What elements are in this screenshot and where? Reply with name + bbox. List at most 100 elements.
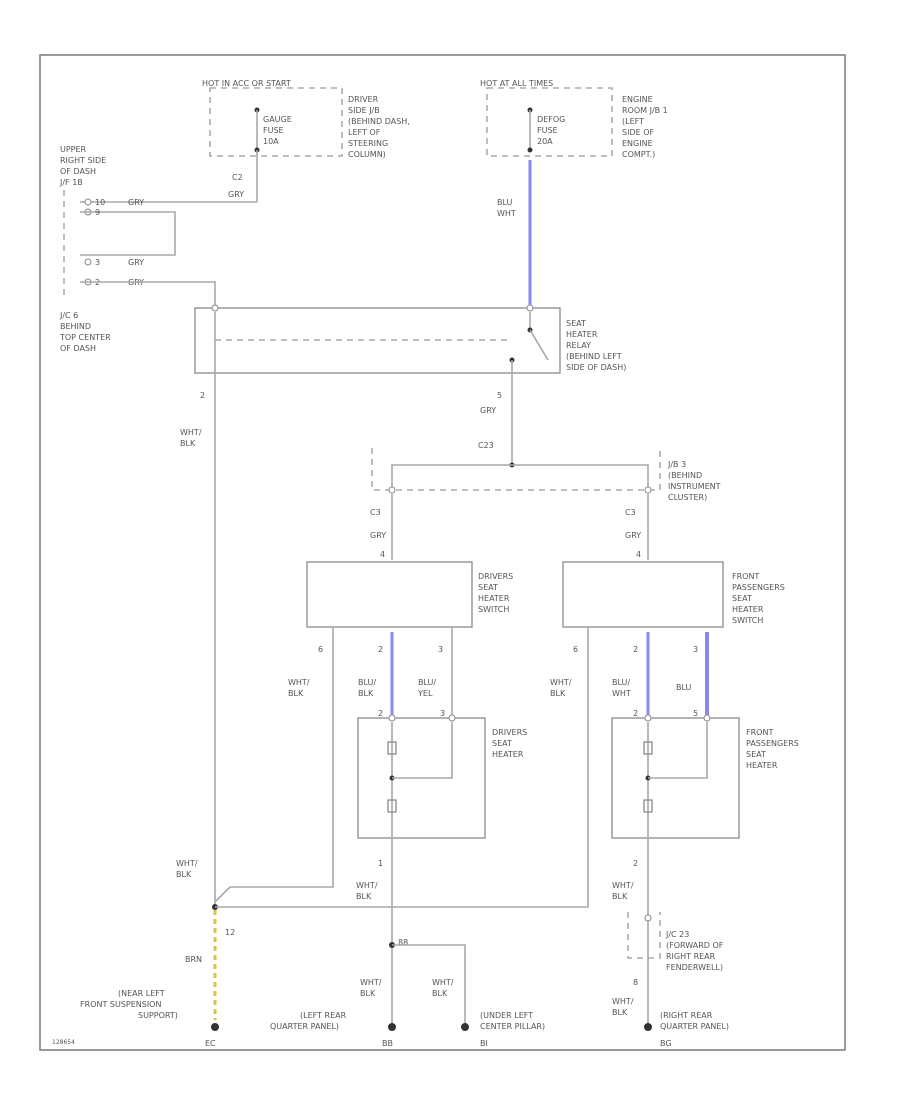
heater-pin-3: 3	[440, 709, 445, 718]
pass-gnd-label-1: WHT/	[550, 678, 572, 687]
wire-label-gry-c3-right: GRY	[625, 531, 641, 540]
diagram-code: 128654	[52, 1039, 75, 1046]
driver-switch-pin-6: 6	[318, 645, 323, 654]
driver-switch-label-3: HEATER	[478, 594, 510, 603]
drivers-seat-heater-switch: DRIVERS SEAT HEATER SWITCH	[306, 561, 513, 628]
junction-jb3: J/B 3 (BEHIND INSTRUMENT CLUSTER) C3 GRY…	[370, 448, 721, 560]
pass-blu-wht-2: WHT	[612, 689, 631, 698]
fuse-right-loc-5: ENGINE	[622, 139, 653, 148]
wire-label-brn: BRN	[185, 955, 202, 964]
connector-c3-right: C3	[625, 508, 636, 517]
ground-ec: EC (NEAR LEFT FRONT SUSPENSION SUPPORT)	[80, 989, 219, 1048]
jb-upper-label-2: RIGHT SIDE	[60, 156, 106, 165]
fuse-left-loc-5: STEERING	[348, 139, 388, 148]
fuse-left-word: FUSE	[263, 126, 284, 135]
pass-switch-pin-6: 6	[573, 645, 578, 654]
splice-label-3: WHT/	[432, 978, 454, 987]
wire-label-wht-feed: WHT	[497, 209, 516, 218]
heater-pin-2: 2	[378, 709, 383, 718]
pin-3: 3	[95, 258, 100, 267]
ground-bb-label-1: (LEFT REAR	[300, 1011, 347, 1020]
pin-10: 10	[95, 198, 105, 207]
fuse-right-rating: 20A	[537, 137, 553, 146]
pass-switch-label-5: SWITCH	[732, 616, 763, 625]
driver-gnd-label-1: WHT/	[288, 678, 310, 687]
wire-label-gry-relay: GRY	[480, 406, 496, 415]
splice-88: 88	[398, 938, 408, 947]
passenger-heater-ground: 2 WHT/ BLK J/C 23 (FORWARD OF RIGHT REAR…	[612, 838, 724, 1025]
driver-blu-blk-2: BLK	[358, 689, 374, 698]
driver-side-wires: 6 WHT/ BLK 2 BLU/ BLK 3 BLU/ YEL	[214, 627, 453, 903]
jb3-label-1: J/B 3	[667, 460, 686, 469]
pass-switch-label-1: FRONT	[732, 572, 759, 581]
relay-label-1: SEAT	[566, 319, 586, 328]
ground-bb: BB (LEFT REAR QUARTER PANEL)	[270, 1011, 396, 1048]
driver-gnd-label-2: BLK	[288, 689, 304, 698]
driver-heater-pin-1: 1	[378, 859, 383, 868]
relay-pin-5: 5	[497, 391, 502, 400]
driver-heater-label-2: SEAT	[492, 739, 512, 748]
ground-ec-label-2: FRONT SUSPENSION	[80, 1000, 161, 1009]
passenger-seat-heater: 2 5 FRONT PASSENGERS SEAT HEATER	[611, 709, 799, 839]
ground-ec-id: EC	[205, 1039, 216, 1048]
ground-pin-12: 12	[225, 928, 235, 937]
ground-bg-id: BG	[660, 1039, 672, 1048]
driver-switch-label-4: SWITCH	[478, 605, 509, 614]
jc6-label-1: J/C 6	[59, 311, 78, 320]
jb-upper-label-1: UPPER	[60, 145, 87, 154]
relay-label-3: RELAY	[566, 341, 591, 350]
pin-9: 9	[95, 208, 100, 217]
ground-bi-label-1: (UNDER LEFT	[480, 1011, 533, 1020]
driver-heater-gnd-2: BLK	[356, 892, 372, 901]
jb-upper-label-4: J/F 1B	[59, 178, 83, 187]
jc23-gnd-1: WHT/	[612, 997, 634, 1006]
jc23-label-1: J/C 23	[665, 930, 689, 939]
fuse-box-left: HOT IN ACC OR START GAUGE FUSE 10A DRIVE…	[202, 79, 410, 159]
pass-switch-pin-3: 3	[693, 645, 698, 654]
ground-bi: BI (UNDER LEFT CENTER PILLAR)	[461, 1011, 545, 1048]
connector-c2: C2	[232, 173, 243, 182]
ground-ec-label-1: (NEAR LEFT	[118, 989, 165, 998]
pass-heater-pin-5: 5	[693, 709, 698, 718]
jc6-label-3: TOP CENTER	[59, 333, 111, 342]
driver-switch-label-2: SEAT	[478, 583, 498, 592]
fuse-left-loc-2: SIDE J/B	[348, 106, 380, 115]
wire-label-gry-2: GRY	[128, 198, 144, 207]
driver-heater-ground: 1 WHT/ BLK 88 WHT/ BLK WHT/ BLK	[356, 838, 466, 1025]
connector-c23: C23	[478, 441, 494, 450]
jb3-label-3: INSTRUMENT	[668, 482, 721, 491]
trunk-label-wht: WHT/	[180, 428, 202, 437]
pass-switch-label-2: PASSENGERS	[732, 583, 785, 592]
ground-bb-label-2: QUARTER PANEL)	[270, 1022, 339, 1031]
seat-heater-relay: SEAT HEATER RELAY (BEHIND LEFT SIDE OF D…	[194, 304, 626, 374]
driver-switch-label-1: DRIVERS	[478, 572, 513, 581]
fuse-box-right: HOT AT ALL TIMES DEFOG FUSE 20A ENGINE R…	[480, 79, 668, 159]
trunk-label-blk: BLK	[180, 439, 196, 448]
fuse-right-word: FUSE	[537, 126, 558, 135]
pass-heater-label-3: SEAT	[746, 750, 766, 759]
fuse-left-loc-1: DRIVER	[348, 95, 379, 104]
jb-upper-label-3: OF DASH	[60, 167, 96, 176]
jc6-label-4: OF DASH	[60, 344, 96, 353]
fuse-right-loc-4: SIDE OF	[622, 128, 654, 137]
pass-heater-label-1: FRONT	[746, 728, 773, 737]
driver-heater-label-3: HEATER	[492, 750, 524, 759]
left-front-ground: 12 BRN	[185, 910, 235, 1020]
pass-heater-label-4: HEATER	[746, 761, 778, 770]
junction-upper-left: UPPER RIGHT SIDE OF DASH J/F 1B C2 GRY 1…	[59, 145, 258, 308]
driver-heater-label-1: DRIVERS	[492, 728, 527, 737]
jc23-label-3: RIGHT REAR	[666, 952, 716, 961]
jc23-label-2: (FORWARD OF	[666, 941, 724, 950]
splice-label-4: BLK	[432, 989, 448, 998]
fuse-left-rating: 10A	[263, 137, 279, 146]
diagram-frame	[39, 54, 846, 1051]
jc23-gnd-2: BLK	[612, 1008, 628, 1017]
driver-blu-blk-1: BLU/	[358, 678, 376, 687]
fuse-right-loc-3: (LEFT	[622, 117, 644, 126]
jb3-label-4: CLUSTER)	[668, 493, 707, 502]
driver-heater-gnd-1: WHT/	[356, 881, 378, 890]
relay-label-2: HEATER	[566, 330, 598, 339]
fuse-right-loc-2: ROOM J/B 1	[622, 106, 668, 115]
ground-bg-label-1: (RIGHT REAR	[660, 1011, 713, 1020]
pass-switch-pin-2: 2	[633, 645, 638, 654]
